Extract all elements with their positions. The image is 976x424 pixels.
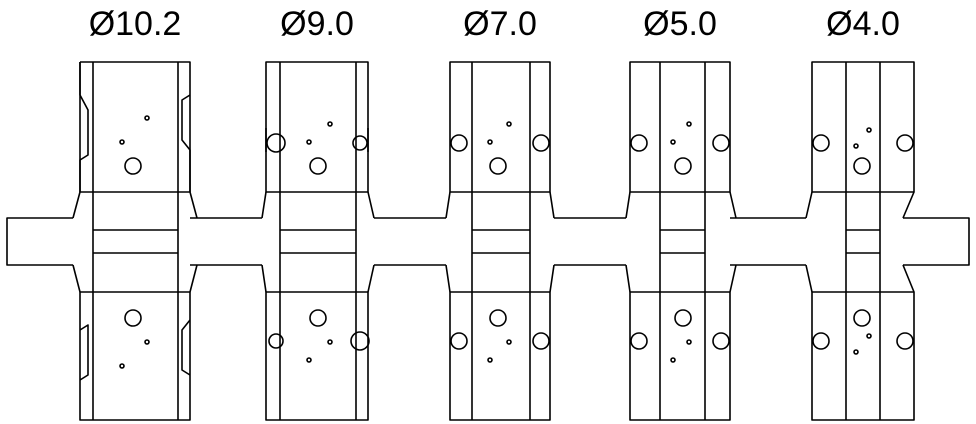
part-3	[446, 62, 554, 420]
runner-bar	[7, 218, 969, 265]
diameter-label-4: Ø5.0	[643, 5, 717, 43]
part-1	[73, 62, 197, 420]
runner-right-stub	[903, 218, 969, 265]
part-2	[262, 62, 374, 420]
diameter-label-2: Ø9.0	[280, 5, 354, 43]
diameter-label-5: Ø4.0	[826, 5, 900, 43]
runner-left-stub	[7, 218, 73, 265]
part-4	[626, 62, 736, 420]
part-5	[806, 62, 914, 420]
diameter-label-1: Ø10.2	[88, 5, 182, 43]
diameter-label-3: Ø7.0	[463, 5, 537, 43]
